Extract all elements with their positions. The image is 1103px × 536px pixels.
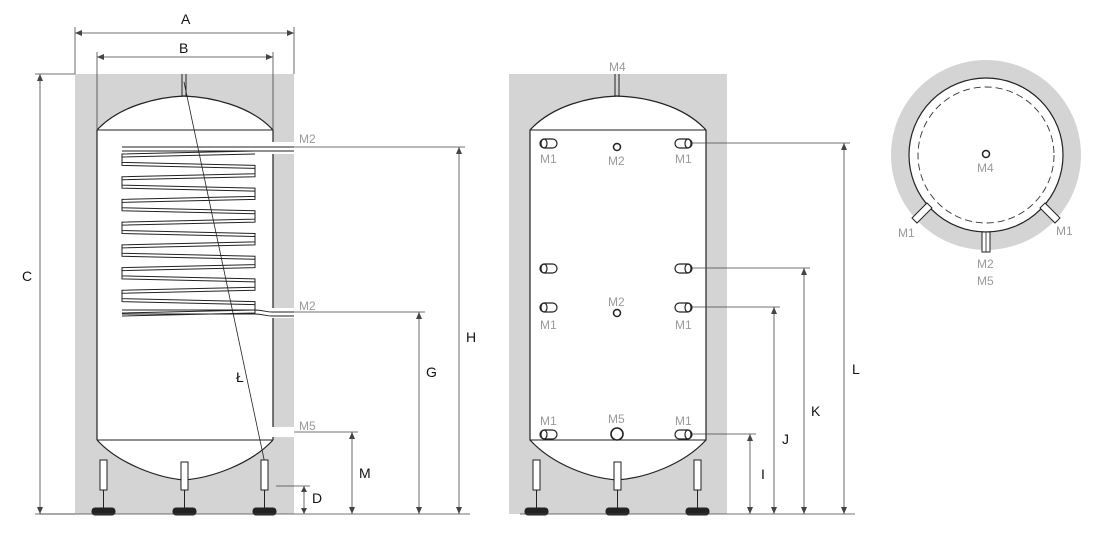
top-m5-label: M5: [977, 274, 994, 288]
middle-tank-view: [509, 74, 727, 516]
left-dimensions: [35, 27, 470, 515]
middle-m1-mid-left-label: M1: [540, 318, 557, 332]
middle-m5-bottom-label: M5: [608, 412, 625, 426]
top-m2-label: M2: [977, 257, 994, 271]
dim-k-label: K: [811, 403, 821, 419]
middle-m2-mid-label: M2: [608, 295, 625, 309]
dim-j-label: J: [782, 431, 789, 447]
middle-m4-label: M4: [609, 60, 626, 74]
dim-l-label: L: [852, 361, 860, 377]
dim-m-label: M: [359, 465, 371, 481]
left-m5-label: M5: [299, 419, 316, 433]
top-view-m1-right-stub: [1039, 202, 1061, 224]
left-m2-bottom-label: M2: [299, 299, 316, 313]
top-view: [891, 60, 1081, 253]
dim-h-label: H: [466, 329, 476, 345]
middle-connection-stubs: [539, 138, 693, 441]
left-tank-outline: [96, 95, 274, 481]
dim-b-label: B: [179, 40, 188, 56]
middle-m1-top-right-label: M1: [675, 152, 692, 166]
top-view-m4-port: [981, 149, 991, 159]
middle-m1-bottom-right-label: M1: [675, 414, 692, 428]
top-m1-left-label: M1: [898, 226, 915, 240]
dim-a-label: A: [181, 11, 191, 27]
left-tank-view: [75, 74, 294, 516]
middle-dimensions: [520, 142, 855, 515]
dim-g-label: G: [426, 364, 437, 380]
left-m2-top-label: M2: [299, 132, 316, 146]
dim-l-slash-label: Ł: [236, 369, 244, 385]
dim-d-label: D: [312, 490, 322, 506]
middle-m1-top-left-label: M1: [540, 152, 557, 166]
top-view-m1-left-stub: [911, 202, 933, 224]
heating-coil: [121, 150, 256, 314]
left-tank-legs: [91, 459, 277, 516]
left-tank-body: [97, 96, 273, 480]
middle-m2-top-label: M2: [608, 154, 625, 168]
middle-tank-legs: [524, 459, 710, 516]
left-m2-bottom-slot: [272, 308, 294, 318]
left-m5-slot: [272, 427, 294, 437]
diagonal-line: [183, 81, 269, 479]
middle-dimension-arrows: [747, 143, 847, 514]
dim-c-label: C: [22, 268, 32, 284]
left-dimension-arrows: [37, 30, 462, 514]
heating-coil-inner: [121, 153, 256, 317]
middle-m1-bottom-left-label: M1: [540, 414, 557, 428]
top-m1-right-label: M1: [1056, 224, 1073, 238]
top-view-inner-dashed: [917, 86, 1055, 224]
middle-m1-mid-right-label: M1: [675, 318, 692, 332]
dim-i-label: I: [761, 466, 765, 482]
top-m4-label: M4: [977, 161, 994, 175]
left-m2-top-slot: [272, 142, 294, 154]
